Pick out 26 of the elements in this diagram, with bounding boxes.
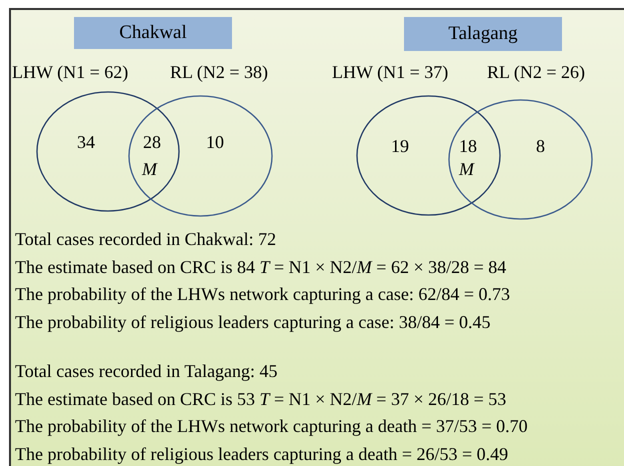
result-text: The probability of religious leaders capturing a death = 26/53 = 0.49 — [15, 442, 510, 466]
count-label: 34 — [77, 133, 95, 151]
venn-ellipse — [36, 91, 180, 212]
result-text: The probability of religious leaders capturing a case: 38/84 = 0.45 — [15, 310, 492, 334]
set-label: RL (N2 = 38) — [170, 63, 268, 81]
set-label: RL (N2 = 26) — [487, 63, 585, 81]
venn-ellipse — [356, 95, 501, 216]
result-text: The probability of the LHWs network capturing a case: 62/84 = 0.73 — [15, 283, 512, 306]
overlap-symbol: M — [142, 160, 157, 178]
count-label: 19 — [391, 137, 409, 155]
set-label: LHW (N1 = 62) — [12, 63, 128, 81]
count-label: 10 — [206, 133, 224, 151]
result-text: The probability of the LHWs network capturing a death = 37/53 = 0.70 — [15, 415, 528, 438]
overlap-count: 18 — [459, 137, 477, 155]
overlap-count: 28 — [143, 133, 161, 151]
result-text: The estimate based on CRC is 84 T = N1 × N2/M = 62 × 38/28 = 84 — [15, 256, 508, 278]
count-label: 8 — [536, 137, 545, 155]
result-text: Total cases recorded in Chakwal: 72 — [15, 228, 278, 251]
result-text: The estimate based on CRC is 53 T = N1 × N2/M = 37 × 26/18 = 53 — [15, 388, 508, 410]
set-label: LHW (N1 = 37) — [332, 63, 448, 81]
venn-ellipse — [448, 99, 593, 220]
venn-ellipse — [128, 95, 273, 217]
result-text: Total cases recorded in Talagang: 45 — [15, 360, 279, 383]
region-header: Chakwal — [74, 17, 232, 49]
region-header: Talagang — [404, 17, 562, 51]
overlap-symbol: M — [459, 160, 474, 178]
